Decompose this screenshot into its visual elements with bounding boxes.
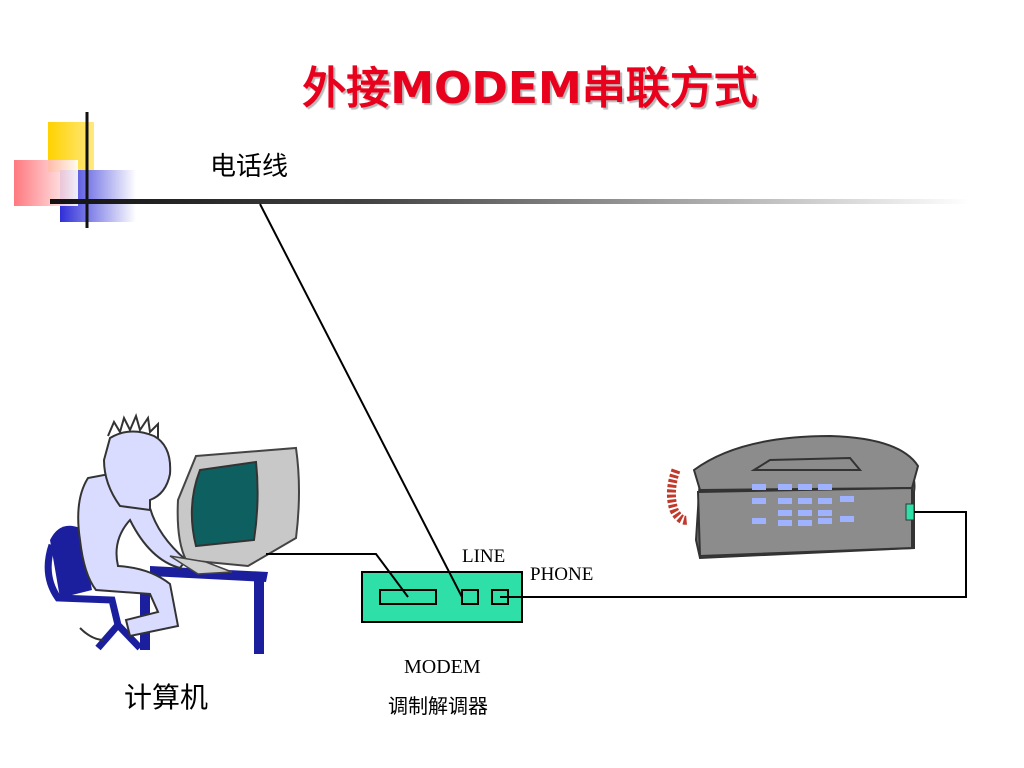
line-port-label: LINE: [462, 546, 506, 567]
header-rule: [50, 199, 970, 204]
computer-label: 计算机: [124, 681, 209, 714]
telephone-illustration: [666, 434, 920, 560]
phone-line-label: 电话线: [210, 152, 289, 182]
modem-cn-label: 调制解调器: [388, 694, 488, 718]
phone-line-cable: [259, 203, 463, 598]
modem-to-telephone-cable: [500, 511, 967, 598]
person-at-computer-illustration: [44, 413, 300, 654]
modem-box: [361, 571, 523, 623]
computer-to-modem-cable: [266, 553, 409, 598]
modem-label: MODEM: [404, 656, 481, 678]
page-title: 外接MODEM串联方式: [302, 63, 758, 114]
slide-ornament: [14, 112, 136, 228]
telephone-jack: [905, 503, 915, 521]
phone-port-label: PHONE: [530, 564, 594, 585]
